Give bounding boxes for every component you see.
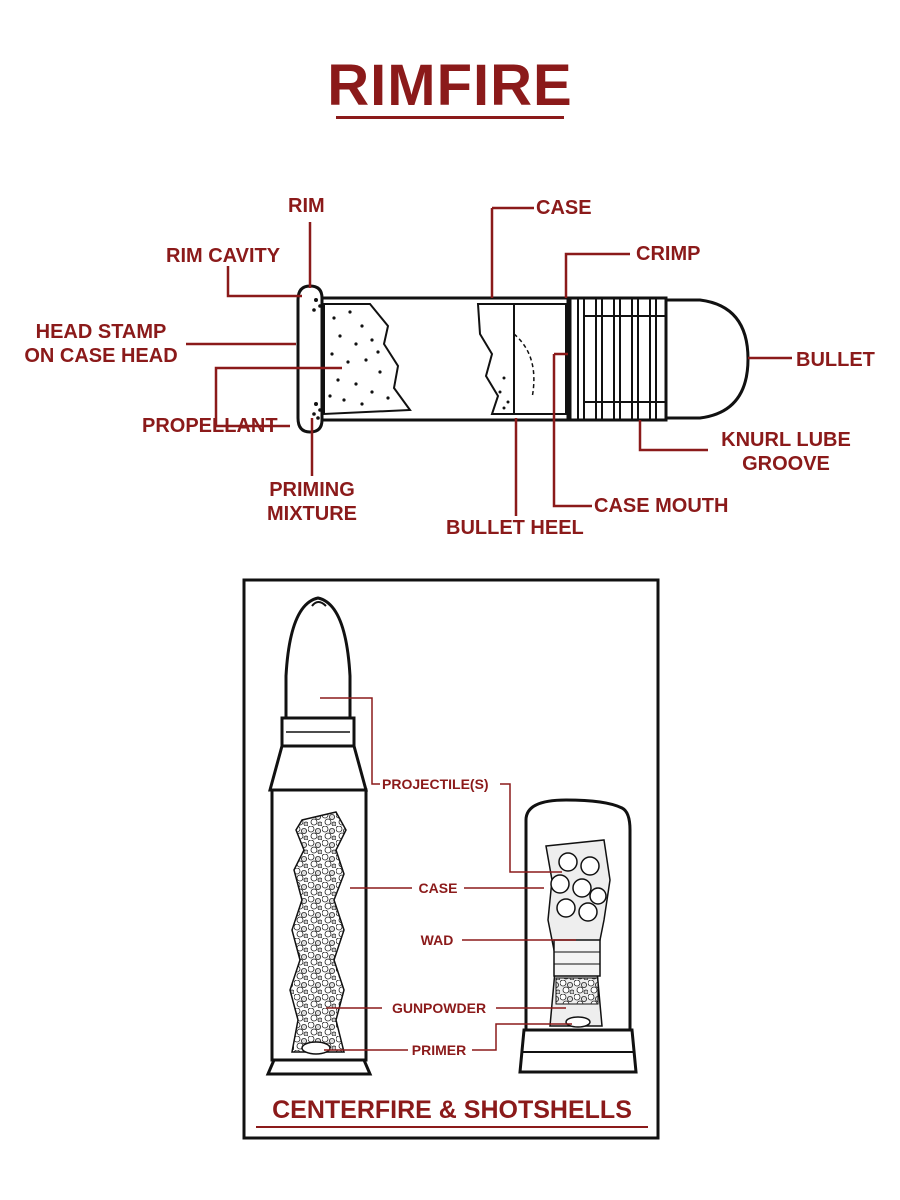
label-crimp: CRIMP bbox=[636, 243, 701, 265]
shotshell-primer bbox=[565, 1016, 591, 1028]
label-case: CASE bbox=[536, 197, 592, 219]
heel-cutaway bbox=[476, 303, 567, 415]
label-bullet: BULLET bbox=[796, 349, 875, 371]
rifle-shoulder bbox=[268, 744, 368, 792]
rifle-bullet bbox=[284, 596, 352, 720]
rifle-powder bbox=[289, 811, 347, 1053]
label-knurl-line1: KNURL LUBE bbox=[721, 429, 851, 451]
label-primer: PRIMER bbox=[411, 1042, 467, 1058]
knurl-grooves bbox=[577, 298, 666, 420]
label-rim: RIM bbox=[288, 195, 325, 217]
label-priming-line1: PRIMING bbox=[269, 479, 355, 501]
priming-dots bbox=[312, 298, 322, 420]
propellant-grains bbox=[328, 310, 390, 406]
centerfire-frame bbox=[242, 578, 660, 1140]
shotshell-powder bbox=[555, 977, 599, 1005]
centerfire-leaders bbox=[320, 697, 576, 1051]
centerfire-title-underline bbox=[256, 1126, 648, 1128]
label-rim-cavity: RIM CAVITY bbox=[166, 245, 281, 267]
label-head-stamp-line2: ON CASE HEAD bbox=[24, 345, 178, 367]
rimfire-leaders bbox=[186, 206, 792, 516]
label-propellant: PROPELLANT bbox=[142, 415, 278, 437]
page-title: RIMFIRE bbox=[327, 53, 573, 118]
label-bullet-heel: BULLET HEEL bbox=[446, 517, 584, 539]
label-knurl-line2: GROOVE bbox=[742, 453, 830, 475]
label-case-mouth: CASE MOUTH bbox=[594, 495, 729, 517]
label-projectiles: PROJECTILE(S) bbox=[382, 776, 489, 792]
label-wad: WAD bbox=[420, 932, 454, 948]
centerfire-title: CENTERFIRE & SHOTSHELLS bbox=[272, 1096, 632, 1124]
label-priming-line2: MIXTURE bbox=[267, 503, 357, 525]
label-gunpowder: GUNPOWDER bbox=[391, 1000, 487, 1016]
label-cf-case: CASE bbox=[418, 880, 458, 896]
rifle-primer bbox=[301, 1041, 331, 1055]
label-head-stamp-line1: HEAD STAMP bbox=[35, 321, 167, 343]
shot-pellets bbox=[550, 852, 607, 922]
rimfire-bullet bbox=[664, 298, 750, 420]
title-underline bbox=[336, 116, 564, 119]
rimfire-rim bbox=[296, 284, 324, 434]
rifle-base bbox=[265, 1058, 373, 1076]
shotshell-wad bbox=[553, 939, 601, 977]
